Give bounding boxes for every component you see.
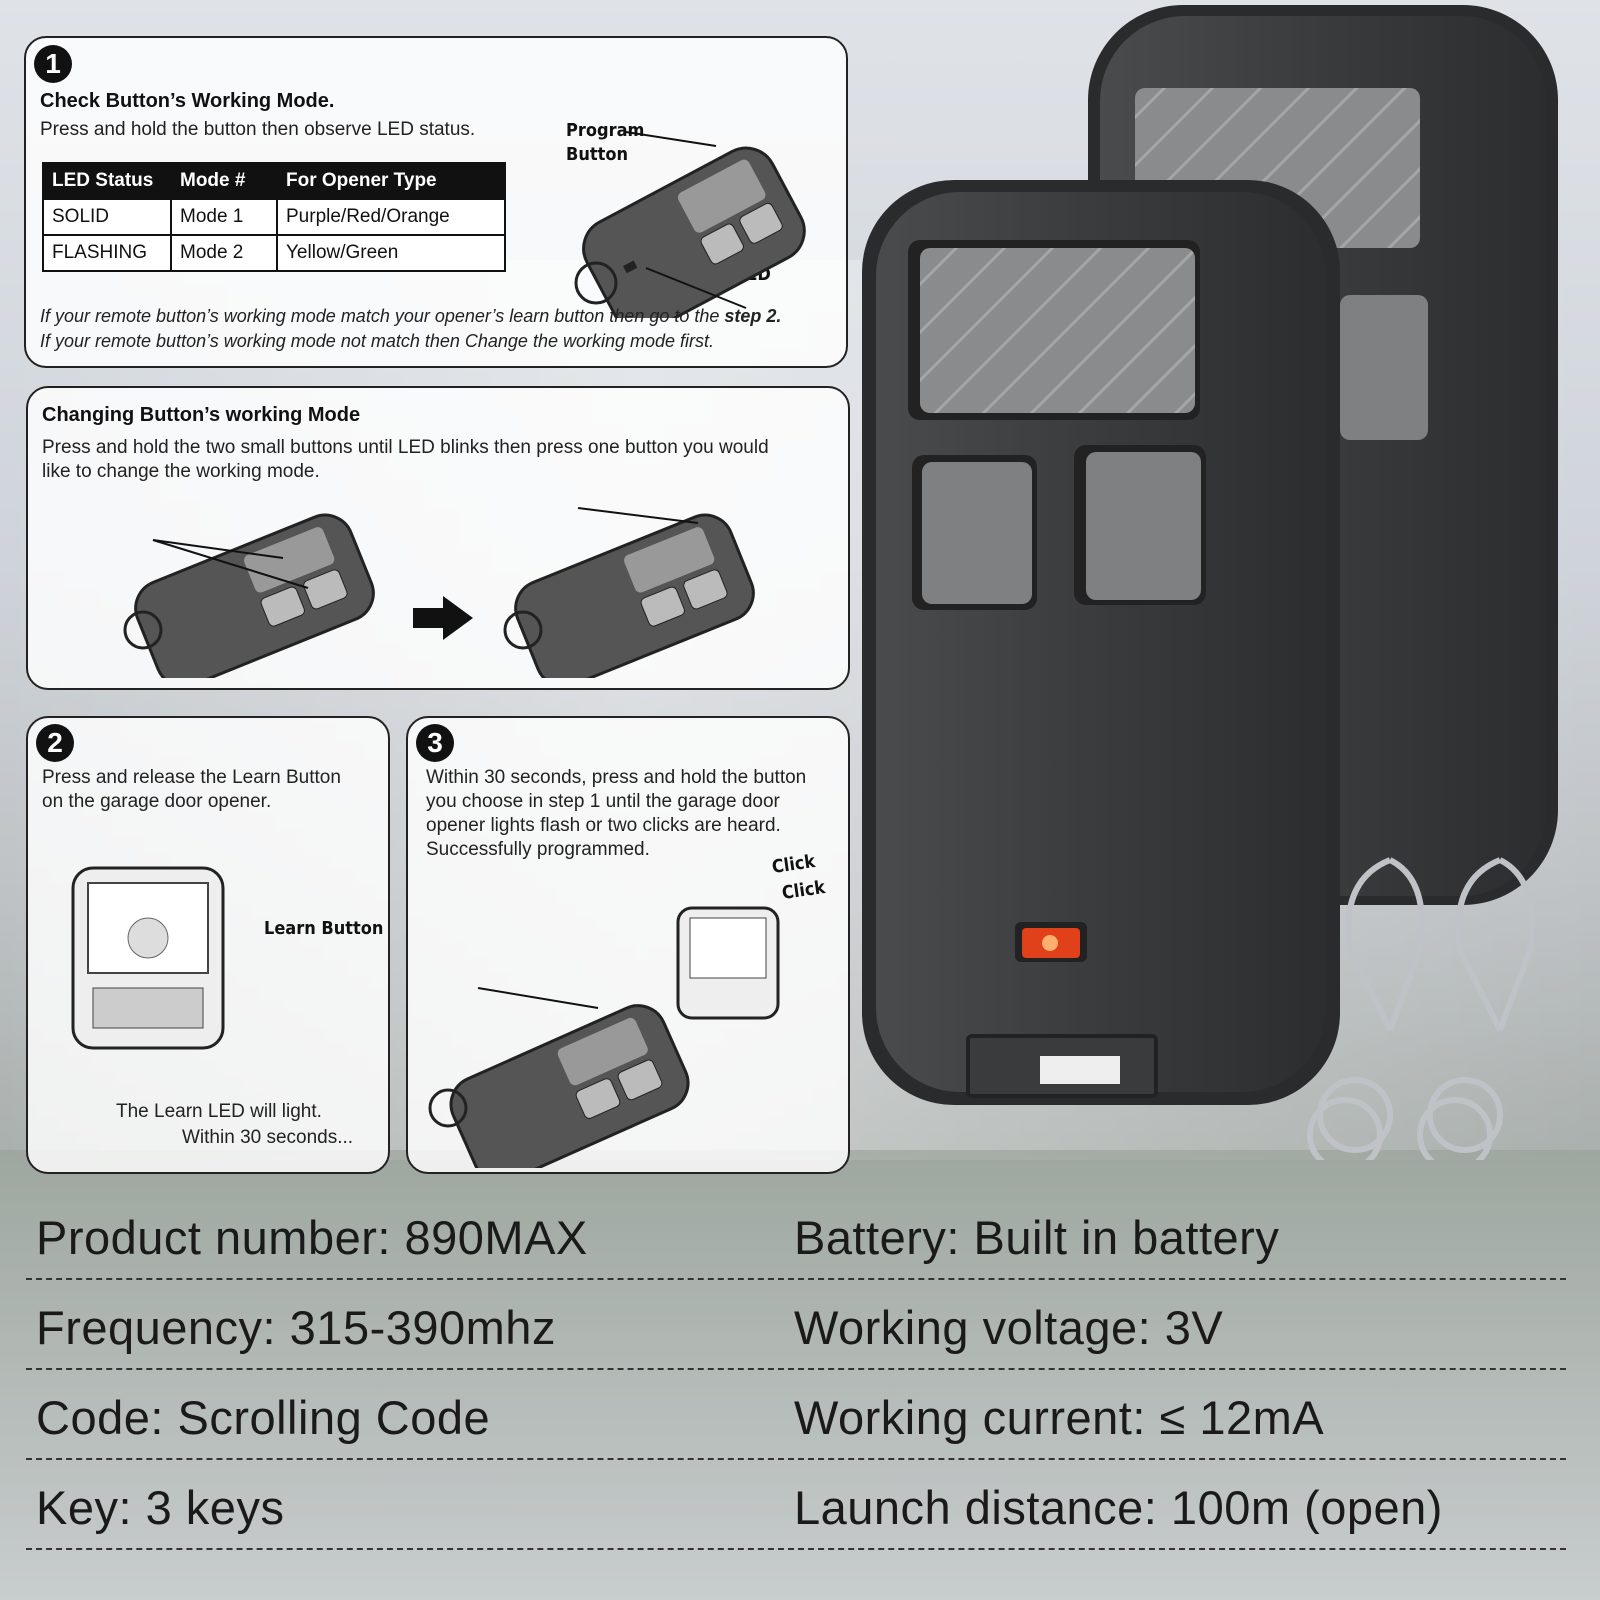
led-mode-table: LED Status Mode # For Opener Type SOLID … <box>42 162 506 272</box>
change-mode-panel: Changing Button’s working Mode Press and… <box>26 386 850 690</box>
table-cell: Yellow/Green <box>276 234 506 272</box>
spec-voltage: Working voltage: 3V <box>794 1301 1224 1354</box>
remote-small-button-right <box>1086 452 1201 600</box>
step3-number: 3 <box>416 724 454 762</box>
step1-number: 1 <box>34 45 72 83</box>
program-button-label-2: Button <box>566 144 629 165</box>
divider <box>26 1548 1566 1550</box>
step2-caption1: The Learn LED will light. <box>116 1101 322 1122</box>
divider <box>26 1368 1566 1370</box>
table-header: Mode # <box>170 162 278 200</box>
step2-line2: on the garage door opener. <box>42 791 272 812</box>
step2-caption2: Within 30 seconds... <box>182 1127 354 1148</box>
step1-panel: 1 Check Button’s Working Mode. Press and… <box>24 36 848 368</box>
step3-line1: Within 30 seconds, press and hold the bu… <box>426 767 807 788</box>
spec-frequency: Frequency: 315-390mhz <box>36 1301 556 1354</box>
arrow-right-icon <box>413 596 473 640</box>
step1-note-text: If your remote button’s working mode mat… <box>40 306 725 326</box>
step3-panel: 3 Within 30 seconds, press and hold the … <box>406 716 850 1174</box>
change-mode-title: Changing Button’s working Mode <box>42 404 361 426</box>
spec-distance: Launch distance: 100m (open) <box>794 1481 1443 1534</box>
divider <box>26 1458 1566 1460</box>
step2-reference: step 2. <box>724 306 782 326</box>
garage-opener-diagram <box>71 866 225 1050</box>
step1-note-2: If your remote button’s working mode not… <box>40 331 715 351</box>
step1-note-1: If your remote button’s working mode mat… <box>40 304 781 329</box>
product-remotes-image <box>862 5 1558 1160</box>
table-cell: SOLID <box>42 198 172 236</box>
table-cell: Purple/Red/Orange <box>276 198 506 236</box>
table-header: LED Status <box>42 162 172 200</box>
table-cell: FLASHING <box>42 234 172 272</box>
step2-number: 2 <box>36 724 74 762</box>
program-diagram <box>428 906 780 1168</box>
program-button-label-1: Program <box>566 120 645 141</box>
table-cell: Mode 1 <box>170 198 278 236</box>
change-mode-line1: Press and hold the two small buttons unt… <box>42 437 769 458</box>
click-label-1: Click <box>770 851 817 878</box>
table-header: For Opener Type <box>276 162 506 200</box>
table-header-row: LED Status Mode # For Opener Type <box>42 162 506 200</box>
spec-key: Key: 3 keys <box>36 1481 285 1534</box>
learn-button-label: Learn Button <box>264 918 384 939</box>
spec-current: Working current: ≤ 12mA <box>794 1391 1325 1444</box>
remote-large-button <box>920 248 1195 413</box>
remote-diagram-step1 <box>574 131 806 318</box>
divider <box>26 1278 1566 1280</box>
remote-small-button-left <box>922 462 1032 604</box>
step2-panel: 2 Press and release the Learn Button on … <box>26 716 390 1174</box>
change-mode-line2: like to change the working mode. <box>42 461 320 482</box>
keychain-rings <box>1307 857 1535 1160</box>
table-row: SOLID Mode 1 Purple/Red/Orange <box>42 198 506 236</box>
table-row: FLASHING Mode 2 Yellow/Green <box>42 234 506 272</box>
table-cell: Mode 2 <box>170 234 278 272</box>
step3-line3: opener lights flash or two clicks are he… <box>426 815 781 836</box>
step3-line4: Successfully programmed. <box>426 839 650 860</box>
remote-front <box>862 180 1340 1105</box>
step1-subtitle: Press and hold the button then observe L… <box>40 119 476 140</box>
step2-line1: Press and release the Learn Button <box>42 767 341 788</box>
spec-battery: Battery: Built in battery <box>794 1211 1280 1264</box>
change-mode-diagram <box>123 507 755 678</box>
step3-line2: you choose in step 1 until the garage do… <box>426 791 780 812</box>
spec-code: Code: Scrolling Code <box>36 1391 491 1444</box>
step1-title: Check Button’s Working Mode. <box>40 90 335 112</box>
lawn-blur <box>0 1150 1600 1600</box>
spec-product-number: Product number: 890MAX <box>36 1211 588 1264</box>
